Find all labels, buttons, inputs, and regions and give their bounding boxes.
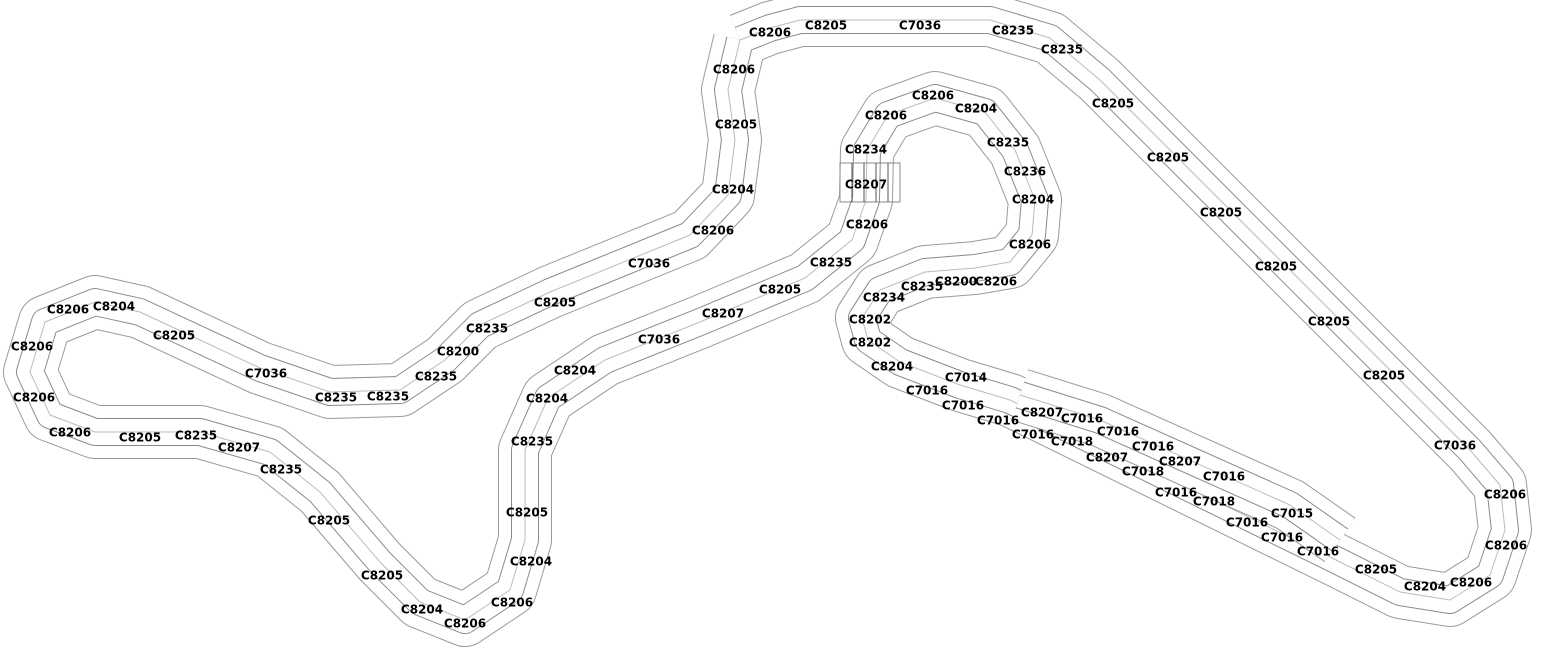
track-piece-label: C8205: [1308, 315, 1350, 329]
crossover-grid: [851, 163, 889, 202]
track-piece-label: C8235: [1041, 43, 1083, 57]
track-piece-label: C7016: [906, 384, 948, 398]
track-piece-label: C8206: [11, 340, 53, 354]
track-piece-label: C8205: [1363, 369, 1405, 383]
track-piece-label: C8206: [749, 26, 791, 40]
track-piece-label: C8205: [1092, 97, 1134, 111]
track-piece-label: C8206: [49, 426, 91, 440]
track-piece-label: C8235: [992, 24, 1034, 38]
track-piece-label: C8207: [702, 307, 744, 321]
track-piece-label: C8205: [308, 514, 350, 528]
track-piece-label: C8236: [1004, 165, 1046, 179]
track-piece-label: C7016: [1261, 531, 1303, 545]
track-piece-label: C8206: [846, 218, 888, 232]
track-piece-label: C8205: [805, 19, 847, 33]
track-piece-label: C7016: [1061, 412, 1103, 426]
track-piece-label: C8207: [1159, 455, 1201, 469]
track-piece-label: C7015: [1271, 507, 1313, 521]
track-piece-label: C8204: [401, 603, 443, 617]
track-piece-label: C8234: [845, 143, 887, 157]
track-piece-label: C8204: [1404, 580, 1446, 594]
track-piece-label: C8235: [260, 463, 302, 477]
track-piece-label: C8206: [912, 89, 954, 103]
track-piece-label: C8235: [987, 136, 1029, 150]
track-piece-label: C8235: [810, 256, 852, 270]
track-piece-label: C8206: [1485, 539, 1527, 553]
track-piece-label: C7036: [245, 367, 287, 381]
track-piece-label: C8204: [1012, 193, 1054, 207]
track-piece-label: C7036: [899, 19, 941, 33]
track-piece-label: C8205: [1355, 563, 1397, 577]
center-line: [29, 19, 1506, 621]
track-piece-label: C8235: [315, 391, 357, 405]
track-piece-label: C8204: [712, 183, 754, 197]
track-piece-label: C8207: [845, 178, 887, 192]
track-piece-label: C8200: [935, 275, 977, 289]
track-piece-label: C7016: [977, 414, 1019, 428]
track-piece-label: C8235: [901, 280, 943, 294]
track-piece-label: C8206: [1009, 238, 1051, 252]
track-piece-label: C8205: [715, 118, 757, 132]
track-piece-label: C8204: [554, 364, 596, 378]
track-piece-label: C7014: [945, 371, 987, 385]
track-piece-label: C8205: [1200, 206, 1242, 220]
track-piece-label: C8202: [849, 336, 891, 350]
track-piece-label: C8205: [153, 329, 195, 343]
track-piece-label: C8207: [1086, 451, 1128, 465]
track-piece-label: C8205: [361, 569, 403, 583]
track-piece-label: C8205: [119, 431, 161, 445]
track-piece-label: C8235: [367, 390, 409, 404]
track-piece-label: C8206: [692, 224, 734, 238]
track-piece-label: C8235: [511, 435, 553, 449]
track-piece-label: C8205: [1147, 151, 1189, 165]
track-piece-label: C8204: [93, 300, 135, 314]
track-piece-label: C8202: [849, 313, 891, 327]
track-piece-label: C8204: [955, 102, 997, 116]
crossover-box: [839, 162, 901, 203]
track-piece-label: C7016: [1012, 428, 1054, 442]
track-piece-label: C7016: [1132, 440, 1174, 454]
track-piece-label: C8200: [437, 345, 479, 359]
track-piece-label: C8206: [1484, 488, 1526, 502]
track-piece-label: C8235: [466, 322, 508, 336]
track-piece-label: C7016: [942, 399, 984, 413]
track-piece-label: C8204: [510, 555, 552, 569]
track-piece-label: C8206: [13, 391, 55, 405]
track-piece-label: C8206: [865, 109, 907, 123]
track-piece-label: C8206: [975, 275, 1017, 289]
track-piece-label: C7036: [638, 333, 680, 347]
track-piece-label: C8206: [713, 63, 755, 77]
track-piece-label: C8235: [175, 429, 217, 443]
track-piece-label: C8206: [47, 303, 89, 317]
track-piece-label: C8207: [218, 441, 260, 455]
track-piece-label: C8204: [871, 360, 913, 374]
track-piece-label: C8205: [534, 296, 576, 310]
track-piece-label: C7036: [628, 257, 670, 271]
track-piece-label: C8206: [491, 596, 533, 610]
track-piece-label: C8206: [444, 617, 486, 631]
track-piece-label: C8235: [415, 370, 457, 384]
track-piece-label: C8205: [759, 283, 801, 297]
track-piece-label: C7018: [1051, 435, 1093, 449]
track-piece-label: C8205: [1255, 260, 1297, 274]
track-piece-label: C8204: [526, 392, 568, 406]
track-piece-label: C8205: [506, 506, 548, 520]
track-piece-label: C7016: [1203, 470, 1245, 484]
track: [3, 0, 1532, 647]
track-piece-label: C7018: [1193, 495, 1235, 509]
track-piece-label: C7036: [1434, 439, 1476, 453]
track-piece-label: C8206: [1450, 576, 1492, 590]
track-piece-label: C7016: [1097, 425, 1139, 439]
track-piece-label: C7016: [1226, 516, 1268, 530]
track-piece-label: C8207: [1021, 406, 1063, 420]
track-piece-label: C8234: [863, 291, 905, 305]
track-piece-label: C7016: [1155, 486, 1197, 500]
track-piece-label: C7018: [1122, 465, 1164, 479]
center-line: [1019, 394, 1341, 541]
track-piece-label: C7016: [1297, 545, 1339, 559]
